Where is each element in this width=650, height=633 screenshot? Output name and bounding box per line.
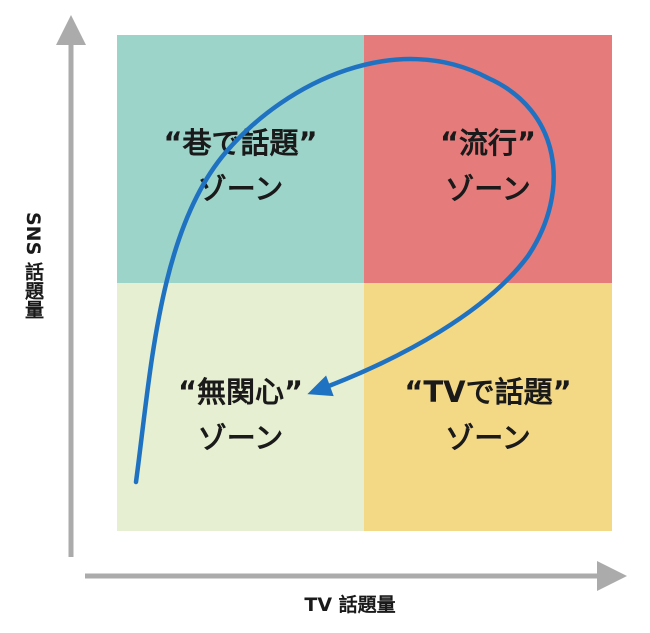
quadrant-top-left: “巷で話題” ゾーン bbox=[117, 35, 364, 283]
quadrant-zone-label: ゾーン bbox=[445, 172, 531, 206]
trend-curve bbox=[133, 56, 556, 485]
quadrant-title: “無関心” bbox=[177, 375, 304, 409]
quadrant-zone-label: ゾーン bbox=[197, 172, 284, 206]
quadrant-zone-label: ゾーン bbox=[197, 421, 284, 455]
trend-arrowhead bbox=[307, 375, 334, 397]
quadrant-title: “TVで話題” bbox=[404, 375, 572, 409]
quadrant-bottom-right: “TVで話題” ゾーン bbox=[364, 283, 612, 531]
y-axis-label: SNS 話題量 bbox=[22, 212, 44, 319]
x-axis-label: TV 話題量 bbox=[304, 594, 396, 616]
quadrant-title: “流行” bbox=[439, 126, 537, 160]
quadrant-zone-label: ゾーン bbox=[445, 421, 531, 455]
quadrant-title: “巷で話題” bbox=[163, 126, 318, 160]
